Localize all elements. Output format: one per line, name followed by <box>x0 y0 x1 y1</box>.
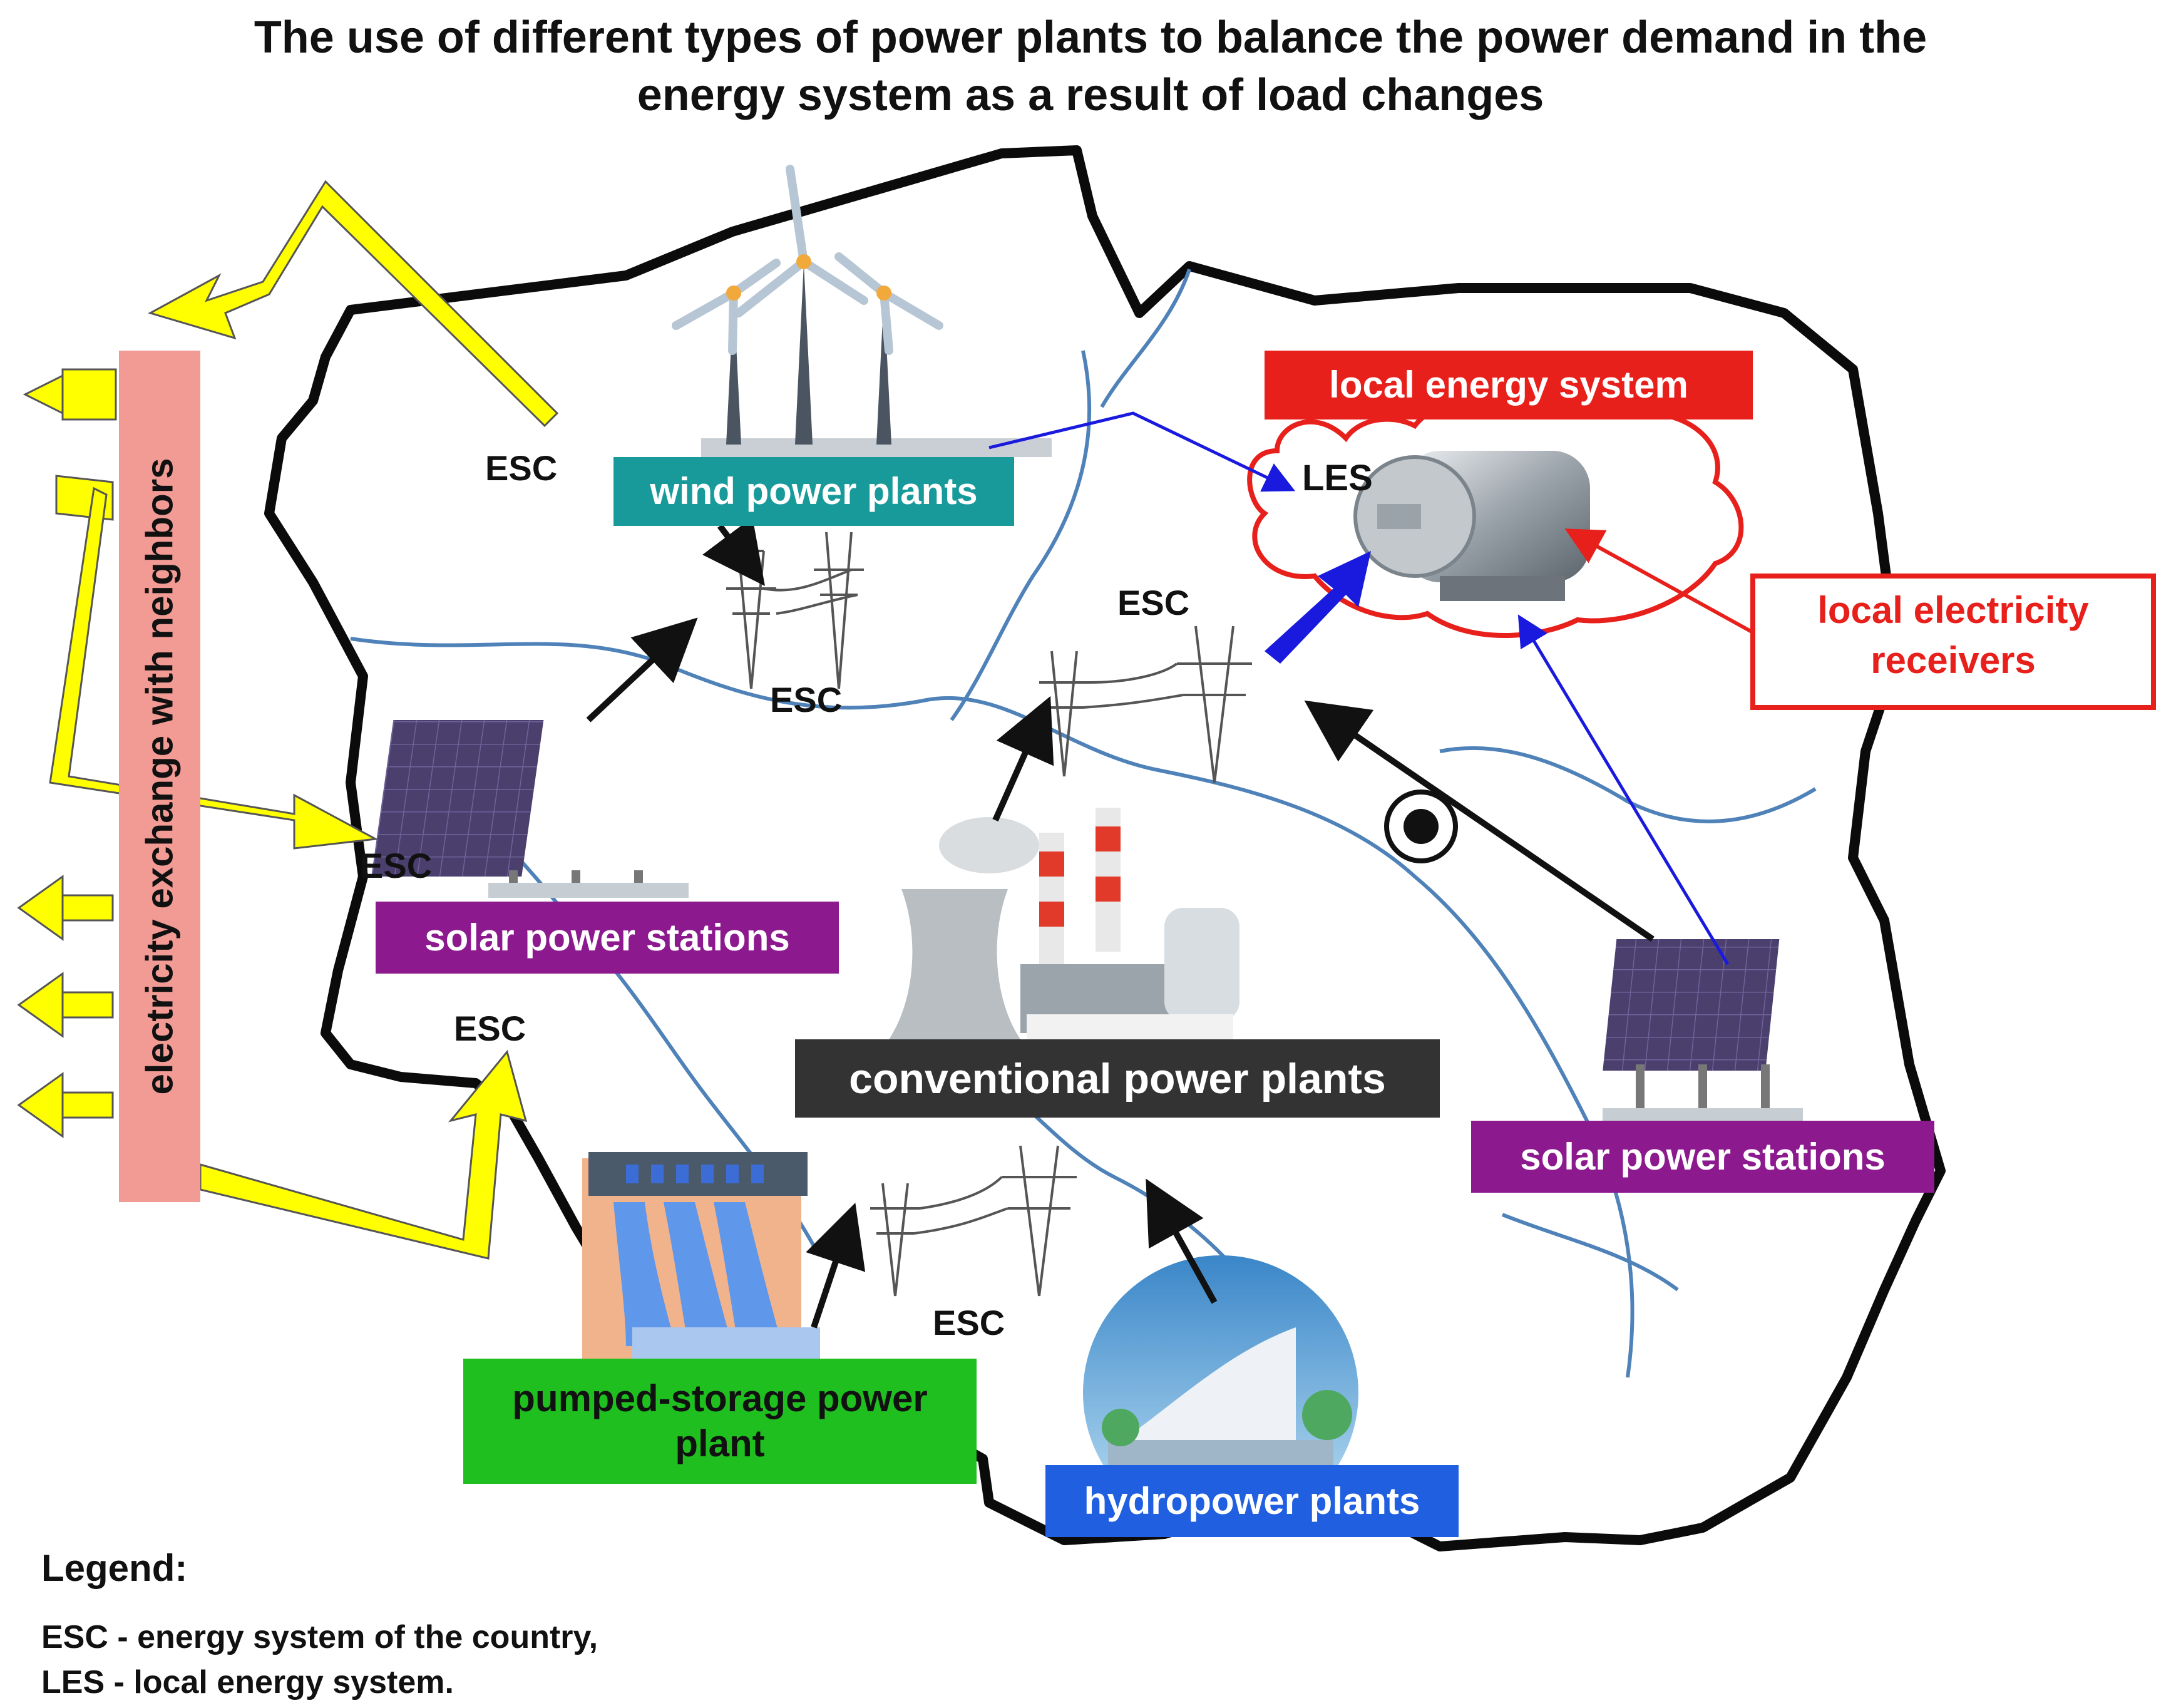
legend-line-1: ESC - energy system of the country, <box>41 1619 598 1655</box>
esc-label: ESC <box>770 680 843 719</box>
les-label: LES <box>1302 458 1373 498</box>
exchange-label: electricity exchange with neighbors <box>138 458 181 1095</box>
exchange-arrows <box>17 180 559 1260</box>
diagram-title: The use of different types of power plan… <box>0 9 2181 124</box>
pumped-storage-label: pumped-storage power plant <box>463 1359 977 1484</box>
receivers-label: local electricity receivers <box>1753 585 2153 686</box>
title-line-2: energy system as a result of load change… <box>637 70 1544 120</box>
legend-heading: Legend: <box>41 1547 188 1589</box>
receivers-label-line-2: receivers <box>1871 639 2036 681</box>
motor-graphic <box>1353 451 1590 601</box>
esc-label: ESC <box>933 1303 1005 1342</box>
receivers-box-outline <box>1750 574 2156 710</box>
solar-panels-east <box>1603 939 1803 1123</box>
thick-blue-arrow <box>1265 551 1371 664</box>
local-energy-system-label: local energy system <box>1265 351 1753 419</box>
solar-east-label: solar power stations <box>1471 1121 1934 1193</box>
esc-label: ESC <box>360 846 433 885</box>
title-line-1: The use of different types of power plan… <box>254 13 1927 63</box>
legend: Legend: ESC - energy system of the count… <box>41 1546 598 1705</box>
esc-label: ESC <box>485 448 558 488</box>
flow-arrows-blue <box>988 411 1730 965</box>
conventional-plant-graphic <box>889 808 1239 1039</box>
pylons <box>726 532 1252 1297</box>
conventional-label: conventional power plants <box>795 1039 1440 1118</box>
pumped-label-line-1: pumped-storage power <box>512 1377 928 1419</box>
flow-arrows-black <box>586 517 1655 1329</box>
esc-label: ESC <box>454 1009 526 1048</box>
wind-label: wind power plants <box>613 457 1014 526</box>
wind-turbines-graphic <box>672 165 1052 457</box>
hydropower-graphic <box>1083 1255 1358 1531</box>
pumped-label-line-2: plant <box>675 1422 765 1464</box>
receiver-arrow <box>1564 528 1754 634</box>
legend-line-2: LES - local energy system. <box>41 1664 454 1700</box>
exchange-box <box>119 351 200 1202</box>
location-marker <box>1384 790 1458 863</box>
hydropower-label: hydropower plants <box>1045 1465 1459 1537</box>
receivers-label-line-1: local electricity <box>1817 589 2089 631</box>
solar-panels-west <box>371 720 689 898</box>
esc-label: ESC <box>1117 583 1190 622</box>
pumped-storage-graphic <box>582 1152 820 1359</box>
solar-west-label: solar power stations <box>376 902 839 974</box>
